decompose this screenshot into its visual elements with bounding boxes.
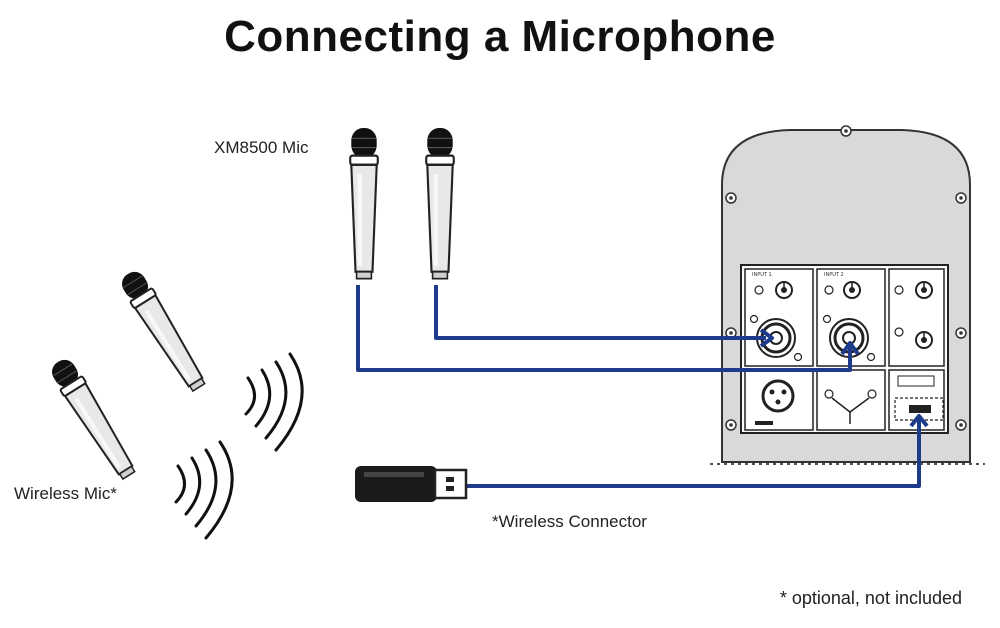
xm8500-mic-label: XM8500 Mic: [214, 138, 309, 157]
cable-mic2-input1: [434, 285, 766, 340]
cable-wireless-connector: [466, 418, 921, 488]
wireless-mic-label: Wireless Mic*: [14, 484, 117, 503]
cables: [356, 285, 929, 488]
wireless-signal-icon: [244, 352, 304, 452]
usb-dongle-icon: [355, 466, 468, 502]
wireless-connector-label: *Wireless Connector: [492, 512, 647, 531]
microphone-icon: [425, 126, 455, 280]
page-title: Connecting a Microphone: [224, 12, 776, 61]
svg-text:INPUT 2: INPUT 2: [824, 272, 844, 278]
arrow-input1: [759, 328, 774, 348]
svg-text:INPUT 1: INPUT 1: [752, 272, 772, 278]
arrow-input2: [840, 341, 860, 356]
optional-footnote: * optional, not included: [779, 588, 962, 608]
microphone-icon: [45, 354, 141, 484]
speaker-back-panel: INPUT 1 INPUT 2: [710, 125, 985, 465]
cable-mic1-input2: [356, 285, 852, 372]
microphone-icon: [115, 266, 211, 396]
microphone-icon: [349, 126, 379, 280]
arrow-wireless-slot: [909, 414, 929, 428]
wireless-signal-icon: [174, 440, 234, 540]
